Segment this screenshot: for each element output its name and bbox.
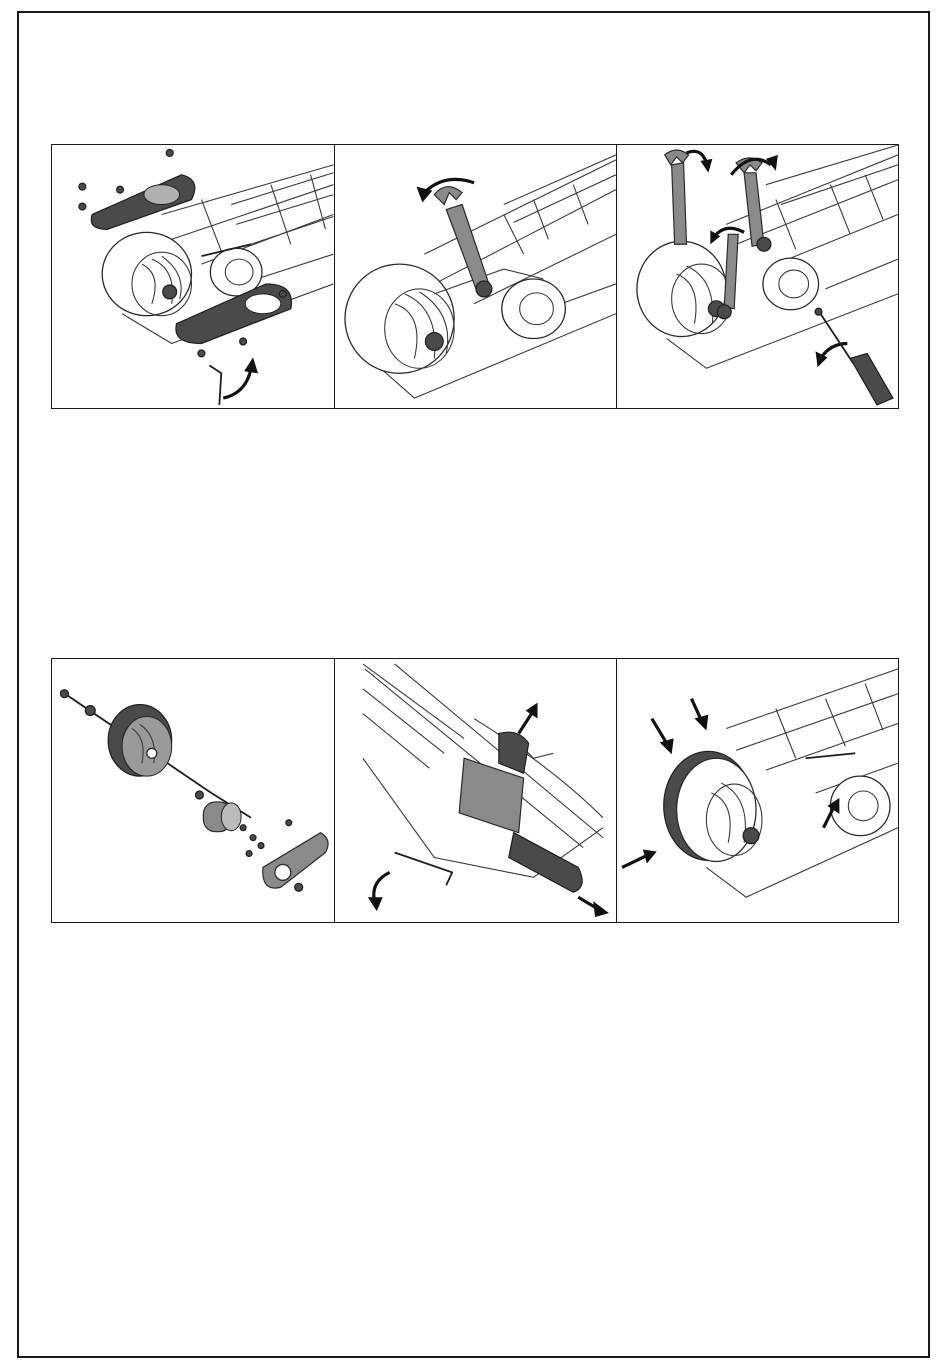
scooter-deck-illustration	[335, 145, 616, 408]
screwdriver-icon	[815, 308, 893, 405]
motor-mount-plate	[263, 833, 328, 892]
scooter-underside-illustration	[335, 659, 616, 922]
hex-key-icon	[395, 853, 453, 886]
scooter-deck-illustration	[617, 145, 898, 408]
wheel-icon	[102, 232, 191, 315]
motor-drum	[203, 802, 241, 832]
wheel-icon	[637, 241, 731, 336]
wheel-icon	[345, 264, 454, 373]
rotate-arrow-icon	[223, 357, 258, 398]
panel-reinstall-wheel	[616, 659, 898, 922]
wrench-icon	[434, 187, 492, 297]
panel-remove-motor-housing	[334, 659, 616, 922]
wheel-icon	[509, 833, 582, 893]
scooter-deck-illustration	[52, 145, 334, 408]
figure-top-row	[51, 144, 899, 409]
panel-unscrew-axle-and-mount	[616, 145, 898, 408]
figure-bottom-row	[51, 658, 899, 923]
wheel-icon	[664, 751, 762, 861]
panel-exploded-wheel-assembly	[52, 659, 334, 922]
scooter-deck-illustration	[617, 659, 898, 922]
cover-plate-top	[91, 175, 195, 230]
exploded-view-illustration	[52, 659, 334, 922]
panel-remove-motor-covers	[52, 145, 334, 408]
wheel-icon	[108, 705, 172, 776]
hex-key-icon	[209, 365, 221, 405]
panel-loosen-axle-nut	[334, 145, 616, 408]
